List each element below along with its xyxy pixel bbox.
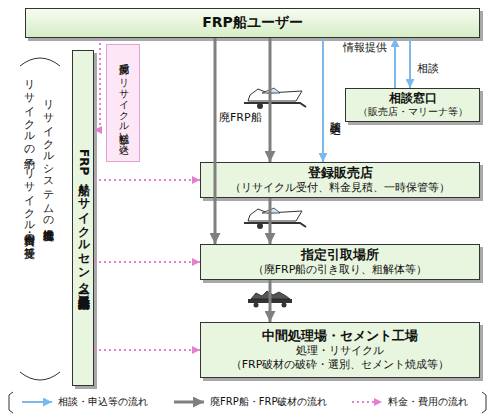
cabin [262, 88, 280, 93]
debris-icon [248, 291, 292, 308]
wheel [257, 223, 263, 229]
wheel [254, 303, 259, 308]
payment-box: 郵便局で リサイクル料金払い込み [106, 44, 140, 162]
dealer-box: 登録販売店（リサイクル受付、料金見積、一時保管等） [200, 162, 480, 198]
node-title: 指定引取場所 [301, 247, 379, 263]
cabin [262, 208, 280, 213]
legend-text: 廃FRP船・FRP破材の流れ [210, 395, 327, 409]
note-text: リサイクルの予約、リサイクル料金・費用の授受等 [23, 72, 36, 239]
node-text: （リサイクル受付、料金見積、一時保管等） [230, 181, 450, 195]
legend-sample [350, 396, 384, 408]
edge-label: 情報提供 [343, 42, 387, 55]
trailer [244, 223, 306, 227]
node-title: 中間処理場・セメント工場 [262, 328, 418, 344]
node-text: （FRP破材の破砕・選別、セメント焼成等） [231, 358, 450, 372]
trailer [244, 103, 306, 107]
pink-flow-arrow [94, 349, 200, 351]
pickup-box: 指定引取場所（廃FRP船の引き取り、粗解体等） [200, 244, 480, 280]
recycle-center-box: FRP船リサイクルセンター（日本舟艇工業会内） [72, 50, 94, 386]
pink-flow-arrow [94, 261, 200, 263]
blue-flow-arrow [322, 38, 324, 162]
legend: 相談・申込等の流れ 廃FRP船・FRP破材の流れ 料金・費用の流れ [14, 393, 482, 411]
node-title: FRP船リサイクルセンター（日本舟艇工業会内） [76, 149, 91, 287]
legend-text: 相談・申込等の流れ [58, 395, 148, 409]
legend-bracket [482, 392, 486, 413]
gray-flow-arrow [269, 198, 272, 244]
node-title: 郵便局で リサイクル料金払い込み [117, 57, 130, 148]
edge-label: 相談 [417, 63, 439, 76]
plant-box: 中間処理場・セメント工場処理・リサイクル（FRP破材の破砕・選別、セメント焼成等… [200, 322, 480, 378]
consult-box: 相談窓口（販売店・マリーナ等） [345, 88, 480, 122]
pink-flow-arrow [94, 38, 100, 130]
legend-line [174, 401, 204, 404]
hull [248, 89, 302, 101]
node-title: 登録販売店 [308, 165, 373, 181]
gray-flow-arrow [269, 38, 272, 162]
truck-bed [248, 299, 292, 303]
legend-sample [172, 396, 206, 408]
blue-flow-arrow [409, 38, 411, 88]
legend-sample [20, 396, 54, 408]
edge-label: 相談 申込 [328, 112, 341, 116]
wheel [282, 303, 287, 308]
user-box: FRP船ユーザー [25, 8, 480, 38]
legend-item: 相談・申込等の流れ [20, 393, 148, 411]
node-title: 相談窓口 [389, 91, 437, 106]
wheel [257, 103, 263, 109]
blue-flow-arrow [394, 38, 396, 88]
hull [248, 209, 302, 221]
gray-flow-arrow [214, 38, 217, 244]
legend-line [352, 401, 382, 403]
legend-bracket [9, 392, 13, 413]
boat-icon [244, 88, 306, 109]
gray-flow-arrow [269, 280, 272, 322]
legend-item: 廃FRP船・FRP破材の流れ [172, 393, 327, 411]
note-text: リサイクルシステムの総合推進機能 [42, 92, 55, 221]
boat-icon [244, 208, 306, 229]
legend-line [22, 401, 52, 403]
node-title: FRP船ユーザー [202, 14, 303, 32]
note-bracket [20, 372, 60, 380]
note-bracket [20, 58, 60, 66]
legend-item: 料金・費用の流れ [350, 393, 468, 411]
node-text: （販売店・マリーナ等） [358, 106, 468, 119]
node-text: 処理・リサイクル [296, 344, 384, 358]
edge-label: 廃FRP船 [219, 112, 262, 125]
debris-pile [251, 291, 290, 299]
pink-flow-arrow [94, 179, 200, 181]
legend-text: 料金・費用の流れ [388, 395, 468, 409]
node-text: （廃FRP船の引き取り、粗解体等） [253, 263, 428, 277]
